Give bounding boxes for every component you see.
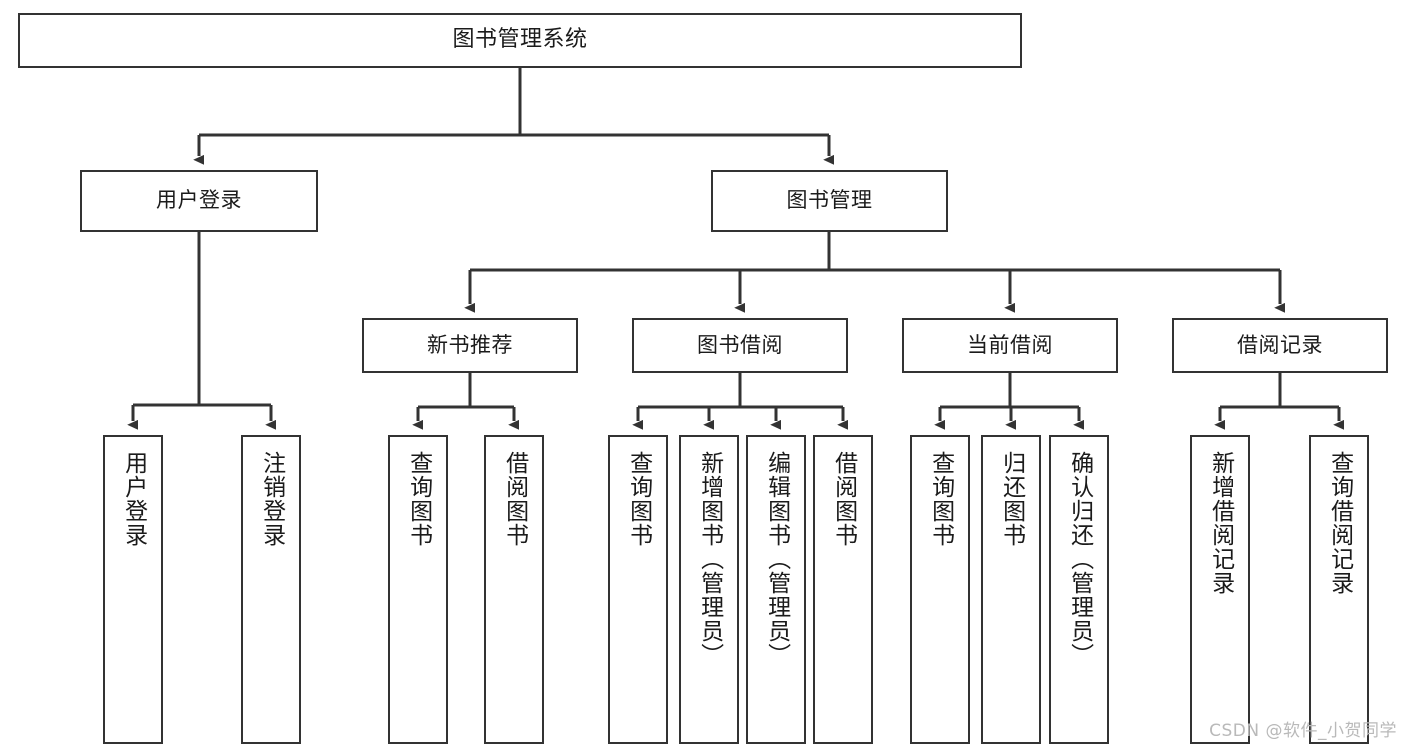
node-label: 当前借阅: [967, 332, 1053, 357]
node-root-system[interactable]: 图书管理系统: [18, 13, 1022, 68]
node-leaf-query-book-3[interactable]: 查询图书: [910, 435, 970, 744]
node-new-book-recommend[interactable]: 新书推荐: [362, 318, 578, 373]
node-borrow-record[interactable]: 借阅记录: [1172, 318, 1388, 373]
node-label: 注销登录: [258, 451, 285, 547]
node-book-borrow[interactable]: 图书借阅: [632, 318, 848, 373]
node-label: 借阅记录: [1237, 332, 1323, 357]
node-leaf-logout[interactable]: 注销登录: [241, 435, 301, 744]
node-label: 查询图书: [927, 451, 954, 547]
node-user-login[interactable]: 用户登录: [80, 170, 318, 232]
node-label: 归还图书: [998, 451, 1025, 547]
node-leaf-add-record[interactable]: 新增借阅记录: [1190, 435, 1250, 744]
node-leaf-borrow-book-2[interactable]: 借阅图书: [813, 435, 873, 744]
node-label: 用户登录: [156, 188, 242, 213]
node-label: 确认归还（管理员）: [1066, 451, 1093, 667]
node-leaf-add-book-admin[interactable]: 新增图书（管理员）: [679, 435, 739, 744]
node-label: 查询图书: [405, 451, 432, 547]
node-leaf-query-book-2[interactable]: 查询图书: [608, 435, 668, 744]
node-leaf-query-record[interactable]: 查询借阅记录: [1309, 435, 1369, 744]
node-label: 图书借阅: [697, 332, 783, 357]
node-label: 借阅图书: [830, 451, 857, 547]
node-label: 用户登录: [120, 451, 147, 547]
node-label: 图书管理: [786, 188, 873, 213]
node-label: 借阅图书: [501, 451, 528, 547]
node-label: 查询借阅记录: [1326, 451, 1353, 595]
node-label: 新增图书（管理员）: [696, 451, 723, 667]
node-book-manage[interactable]: 图书管理: [711, 170, 948, 232]
node-leaf-borrow-book-1[interactable]: 借阅图书: [484, 435, 544, 744]
node-leaf-edit-book-admin[interactable]: 编辑图书（管理员）: [746, 435, 806, 744]
node-label: 编辑图书（管理员）: [763, 451, 790, 667]
node-leaf-return-book[interactable]: 归还图书: [981, 435, 1041, 744]
node-leaf-query-book-1[interactable]: 查询图书: [388, 435, 448, 744]
node-label: 新增借阅记录: [1207, 451, 1234, 595]
node-label: 图书管理系统: [452, 27, 588, 53]
node-current-borrow[interactable]: 当前借阅: [902, 318, 1118, 373]
node-leaf-confirm-return[interactable]: 确认归还（管理员）: [1049, 435, 1109, 744]
node-label: 查询图书: [625, 451, 652, 547]
node-leaf-user-login[interactable]: 用户登录: [103, 435, 163, 744]
node-label: 新书推荐: [427, 332, 513, 357]
watermark-text: CSDN @软件_小贺同学: [1209, 721, 1397, 741]
